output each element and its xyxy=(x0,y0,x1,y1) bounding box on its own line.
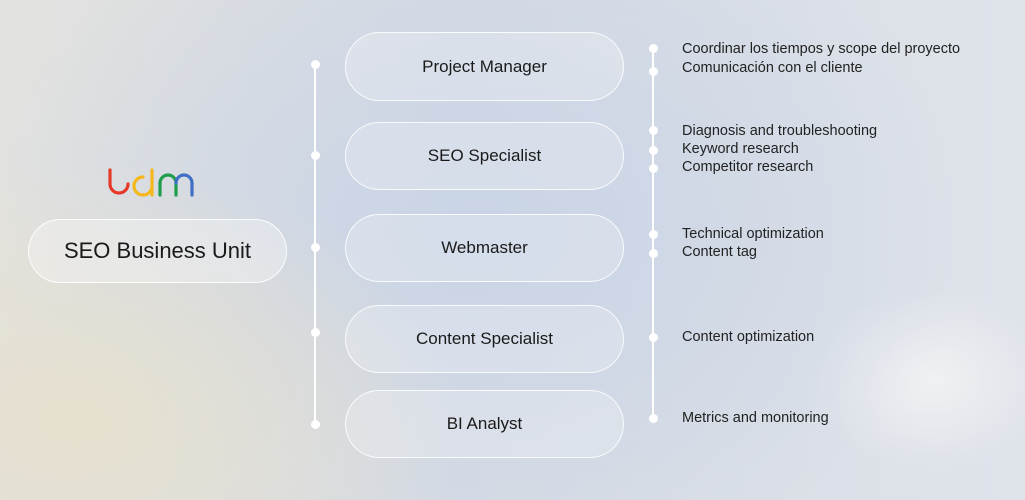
task-item: Diagnosis and troubleshooting xyxy=(682,123,878,139)
task-dot xyxy=(649,333,658,342)
task-item: Competitor research xyxy=(682,159,814,175)
task-dot xyxy=(649,67,658,76)
task-item: Content tag xyxy=(682,244,757,260)
task-dot xyxy=(649,164,658,173)
role-webmaster: Webmaster xyxy=(345,214,624,282)
task-item: Technical optimization xyxy=(682,226,824,242)
role-label: SEO Specialist xyxy=(427,146,542,165)
business-unit-title: SEO Business Unit xyxy=(63,238,252,263)
role-seo-specialist: SEO Specialist xyxy=(345,122,624,190)
task-dot xyxy=(649,230,658,239)
role-dot xyxy=(311,243,320,252)
task-item: Content optimization xyxy=(682,329,815,345)
task-item: Metrics and monitoring xyxy=(682,410,829,426)
task-dot xyxy=(649,414,658,423)
task-dot xyxy=(649,146,658,155)
task-dot xyxy=(649,126,658,135)
task-dot xyxy=(649,249,658,258)
role-dot xyxy=(311,151,320,160)
role-content-specialist: Content Specialist xyxy=(345,305,624,373)
task-item: Keyword research xyxy=(682,141,799,157)
business-unit-pill: SEO Business Unit xyxy=(28,219,287,283)
task-dot xyxy=(649,44,658,53)
role-label: Content Specialist xyxy=(415,329,554,348)
task-item: Coordinar los tiempos y scope del proyec… xyxy=(682,41,961,57)
role-label: Webmaster xyxy=(441,238,528,257)
role-label: Project Manager xyxy=(422,56,547,76)
role-project-manager: Project Manager xyxy=(345,32,624,101)
role-bi-analyst: BI Analyst xyxy=(345,390,624,458)
udm-logo xyxy=(108,168,194,197)
role-dot xyxy=(311,328,320,337)
role-dot xyxy=(311,420,320,429)
role-label: BI Analyst xyxy=(446,414,523,433)
task-item: Comunicación con el cliente xyxy=(682,60,863,76)
role-dot xyxy=(311,60,320,69)
